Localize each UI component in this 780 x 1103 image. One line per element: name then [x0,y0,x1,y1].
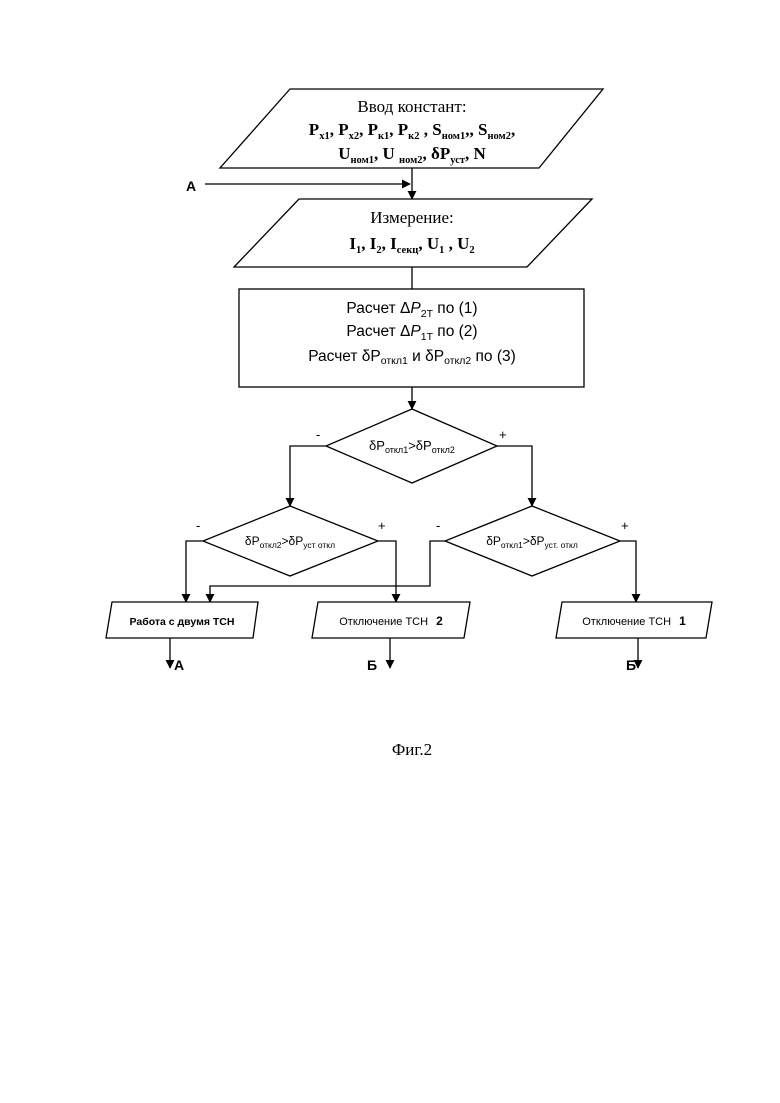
separator: , [465,144,474,163]
output-two-tsn-label: Работа с двумя ТСН [130,616,235,628]
left-decision-plus: + [378,518,386,533]
measure-title: Измерение: [370,208,454,227]
main-decision-plus: + [499,427,507,442]
main-minus-branch [290,446,326,506]
separator: , [444,234,457,253]
symbol: U [457,234,469,253]
symbol-subscript: ном1 [442,131,466,142]
exit-label-a: А [174,657,184,673]
calc-line3: Расчет δPоткл1 и δPоткл2 по (3) [308,348,516,367]
symbol: P [368,120,378,139]
separator: , [330,120,339,139]
output-disconnect-2-label: Отключение ТСН2 [339,614,443,628]
symbol: U [383,144,400,163]
entry-label-a: A [186,178,196,194]
separator: , [419,120,432,139]
main-plus-branch [497,446,532,506]
separator: , [389,120,398,139]
symbol-subscript: x1 [319,131,330,142]
separator: ,, [465,120,478,139]
separator: , [418,234,427,253]
symbol-subscript: ном1 [350,155,374,166]
separator: , [511,120,515,139]
symbol-subscript: ном2 [399,155,423,166]
input-constants-title: Ввод констант: [357,97,466,116]
separator: , [359,120,368,139]
separator: , [423,144,432,163]
separator: , [374,144,383,163]
symbol-subscript: к1 [378,131,389,142]
symbol-subscript: ном2 [487,131,511,142]
symbol-subscript: 2 [469,245,474,256]
symbol: P [398,120,408,139]
main-decision-minus: - [316,427,320,442]
symbol: S [432,120,441,139]
symbol: U [427,234,439,253]
left-decision-minus: - [196,518,200,533]
left-plus-branch [378,541,396,602]
symbol: P [309,120,319,139]
exit-label-b1: Б [367,657,377,673]
left-minus-branch [186,541,203,602]
symbol-subscript: к2 [408,131,419,142]
output-disconnect-1-label: Отключение ТСН1 [582,614,686,628]
symbol: P [338,120,348,139]
symbol-subscript: x2 [349,131,360,142]
right-decision-plus: + [621,518,629,533]
symbol: S [478,120,487,139]
symbol: U [338,144,350,163]
exit-label-b2: Б [626,657,636,673]
separator: , [382,234,391,253]
figure-caption: Фиг.2 [392,740,432,759]
symbol-subscript: уст [450,155,466,166]
separator: , [361,234,370,253]
right-decision-minus: - [436,518,440,533]
symbol-subscript: секц [397,245,419,256]
symbol: δP [431,144,450,163]
symbol: N [474,144,487,163]
right-plus-branch [620,541,636,602]
